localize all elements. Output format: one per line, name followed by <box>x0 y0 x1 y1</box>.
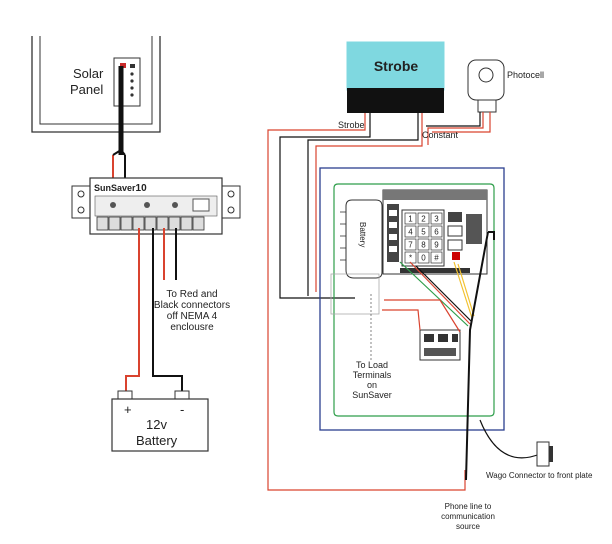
strobe-label: Strobe <box>374 58 419 74</box>
keypad-key <box>404 238 417 251</box>
svg-text:source: source <box>456 522 481 531</box>
wago-connector <box>536 441 553 467</box>
keypad-key <box>404 225 417 238</box>
svg-text:off NEMA 4: off NEMA 4 <box>167 311 218 322</box>
constant-wire-label: Constant <box>422 130 459 140</box>
svg-text:Terminals: Terminals <box>353 370 392 380</box>
svg-text:Black connectors: Black connectors <box>154 300 230 311</box>
svg-text:communication: communication <box>441 512 495 521</box>
phone-line-note: Phone line to communication source <box>441 502 495 531</box>
keypad-key-label: * <box>409 254 412 263</box>
svg-text:SunSaver: SunSaver <box>352 390 392 400</box>
panel-junction-box <box>113 57 141 107</box>
sunsaver-brand: SunSaver10 <box>94 183 147 194</box>
battery-plus: + <box>124 402 132 417</box>
keypad-key <box>417 212 430 225</box>
battery: + - 12v Battery <box>111 390 209 452</box>
battery-pack-label: Battery <box>358 222 367 247</box>
keypad-key-label: 6 <box>434 228 439 237</box>
solar-panel: Solar Panel <box>31 36 161 133</box>
wago-label: Wago Connector to front plate <box>486 471 593 480</box>
keypad-key-label: 0 <box>421 254 426 263</box>
nema-note: To Red and Black connectors off NEMA 4 e… <box>154 289 230 333</box>
strobe: Strobe <box>346 41 445 113</box>
svg-text:Phone line to: Phone line to <box>445 502 492 511</box>
svg-text:enclousre: enclousre <box>170 322 214 333</box>
keypad-key <box>430 225 443 238</box>
wago-module <box>419 329 461 361</box>
solar-panel-label-1: Solar <box>73 66 104 81</box>
keypad-key-label: 5 <box>421 228 426 237</box>
solar-panel-label-2: Panel <box>70 82 103 97</box>
svg-text:To Red and: To Red and <box>166 289 217 300</box>
load-note: To Load Terminals on SunSaver <box>352 360 392 400</box>
photocell: Photocell <box>467 59 544 113</box>
keypad-key-label: 9 <box>434 241 439 250</box>
sunsaver-controller <box>71 177 241 235</box>
keypad-key <box>417 238 430 251</box>
battery-label: Battery <box>136 433 178 448</box>
mounting-plate <box>333 183 495 417</box>
keypad-key <box>430 212 443 225</box>
keypad-key-label: 7 <box>408 241 413 250</box>
svg-text:To Load: To Load <box>356 360 388 370</box>
keypad-key <box>430 251 443 264</box>
battery-voltage: 12v <box>146 417 167 432</box>
battery-pack: Battery <box>340 199 388 279</box>
strobe-wire-label: Strobe <box>338 120 365 130</box>
photocell-label: Photocell <box>507 70 544 80</box>
keypad-key-label: 2 <box>421 215 426 224</box>
keypad-key-label: 1 <box>408 215 413 224</box>
battery-minus: - <box>180 402 184 417</box>
keypad-key-label: 8 <box>421 241 426 250</box>
keypad-key-label: 4 <box>408 228 413 237</box>
keypad-key <box>430 238 443 251</box>
keypad-key <box>417 251 430 264</box>
keypad-key <box>404 212 417 225</box>
keypad-key-label: # <box>434 254 439 263</box>
keypad-key <box>417 225 430 238</box>
keypad-key-label: 3 <box>434 215 439 224</box>
nema-enclosure <box>319 167 505 431</box>
svg-text:on: on <box>367 380 377 390</box>
